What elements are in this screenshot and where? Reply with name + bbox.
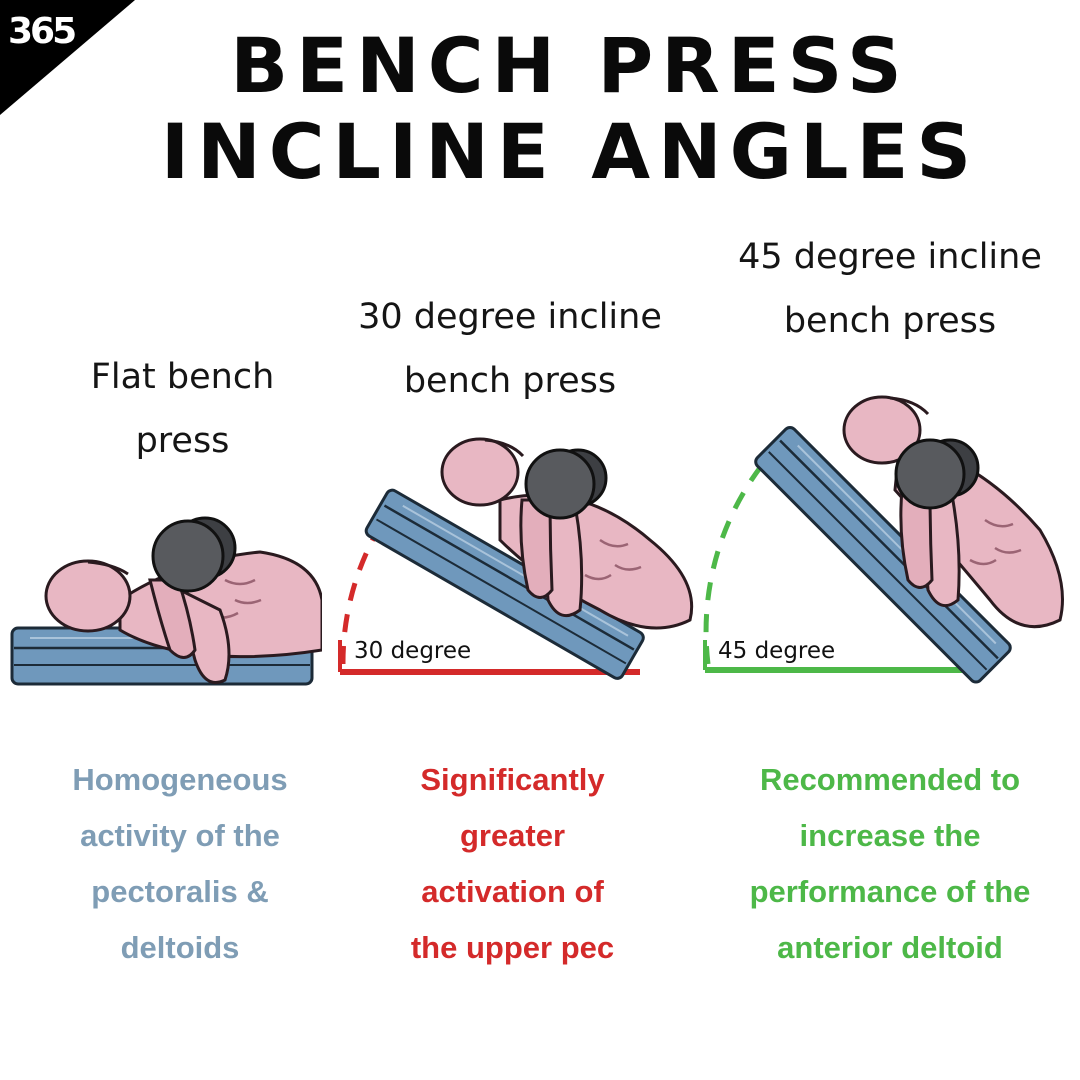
- brand-logo-text: 365: [8, 11, 77, 52]
- bench-press-illustration: 30 degree 45 degree: [10, 395, 1064, 686]
- incline-45-angle-arc: [703, 453, 772, 665]
- incline-45-figure: 45 degree: [703, 395, 1064, 684]
- incline-45-bench-icon: [754, 425, 1012, 684]
- incline-30-desc-line-3: activation of: [421, 874, 604, 909]
- incline-45-desc-line-3: performance of the: [749, 874, 1031, 909]
- incline-30-dumbbell-icon: [524, 448, 608, 520]
- flat-desc-line-2: activity of the: [80, 818, 280, 853]
- flat-desc-line-1: Homogeneous: [72, 762, 288, 797]
- flat-bench-description: Homogeneous activity of the pectoralis &…: [30, 752, 330, 976]
- flat-bench-label: Flat bench press: [40, 345, 325, 473]
- incline-30-angle-arc: [340, 528, 381, 665]
- incline-45-desc-line-2: increase the: [799, 818, 981, 853]
- incline-30-person-icon: [440, 437, 694, 630]
- page-title-line-1: BENCH PRESS: [230, 21, 910, 110]
- incline-45-label-line-2: bench press: [783, 301, 997, 341]
- flat-bench-label-line-2: press: [135, 421, 230, 461]
- incline-30-figure: 30 degree: [338, 437, 694, 680]
- incline-30-angle-label: 30 degree: [354, 638, 471, 664]
- incline-45-label-line-1: 45 degree incline: [738, 237, 1042, 277]
- incline-30-label: 30 degree incline bench press: [330, 285, 690, 413]
- incline-30-desc-line-1: Significantly: [420, 762, 605, 797]
- flat-bench-figure: [10, 516, 322, 686]
- incline-45-description: Recommended to increase the performance …: [700, 752, 1080, 976]
- flat-dumbbell-icon: [151, 516, 237, 593]
- incline-30-bench-icon: [364, 488, 645, 680]
- incline-45-desc-line-1: Recommended to: [759, 762, 1021, 797]
- incline-45-label: 45 degree incline bench press: [705, 225, 1075, 353]
- incline-30-desc-line-4: the upper pec: [410, 930, 615, 965]
- flat-desc-line-3: pectoralis &: [91, 874, 269, 909]
- incline-30-description: Significantly greater activation of the …: [345, 752, 680, 976]
- page-title-line-2: INCLINE ANGLES: [160, 107, 980, 196]
- incline-45-dumbbell-icon: [894, 438, 980, 510]
- incline-45-desc-line-4: anterior deltoid: [777, 930, 1003, 965]
- brand-logo-corner: [0, 0, 135, 115]
- incline-45-angle-label: 45 degree: [718, 638, 835, 664]
- incline-30-desc-line-2: greater: [459, 818, 566, 853]
- flat-bench-label-line-1: Flat bench: [90, 357, 275, 397]
- flat-desc-line-4: deltoids: [120, 930, 240, 965]
- incline-30-label-line-1: 30 degree incline: [358, 297, 662, 337]
- incline-30-label-line-2: bench press: [403, 361, 617, 401]
